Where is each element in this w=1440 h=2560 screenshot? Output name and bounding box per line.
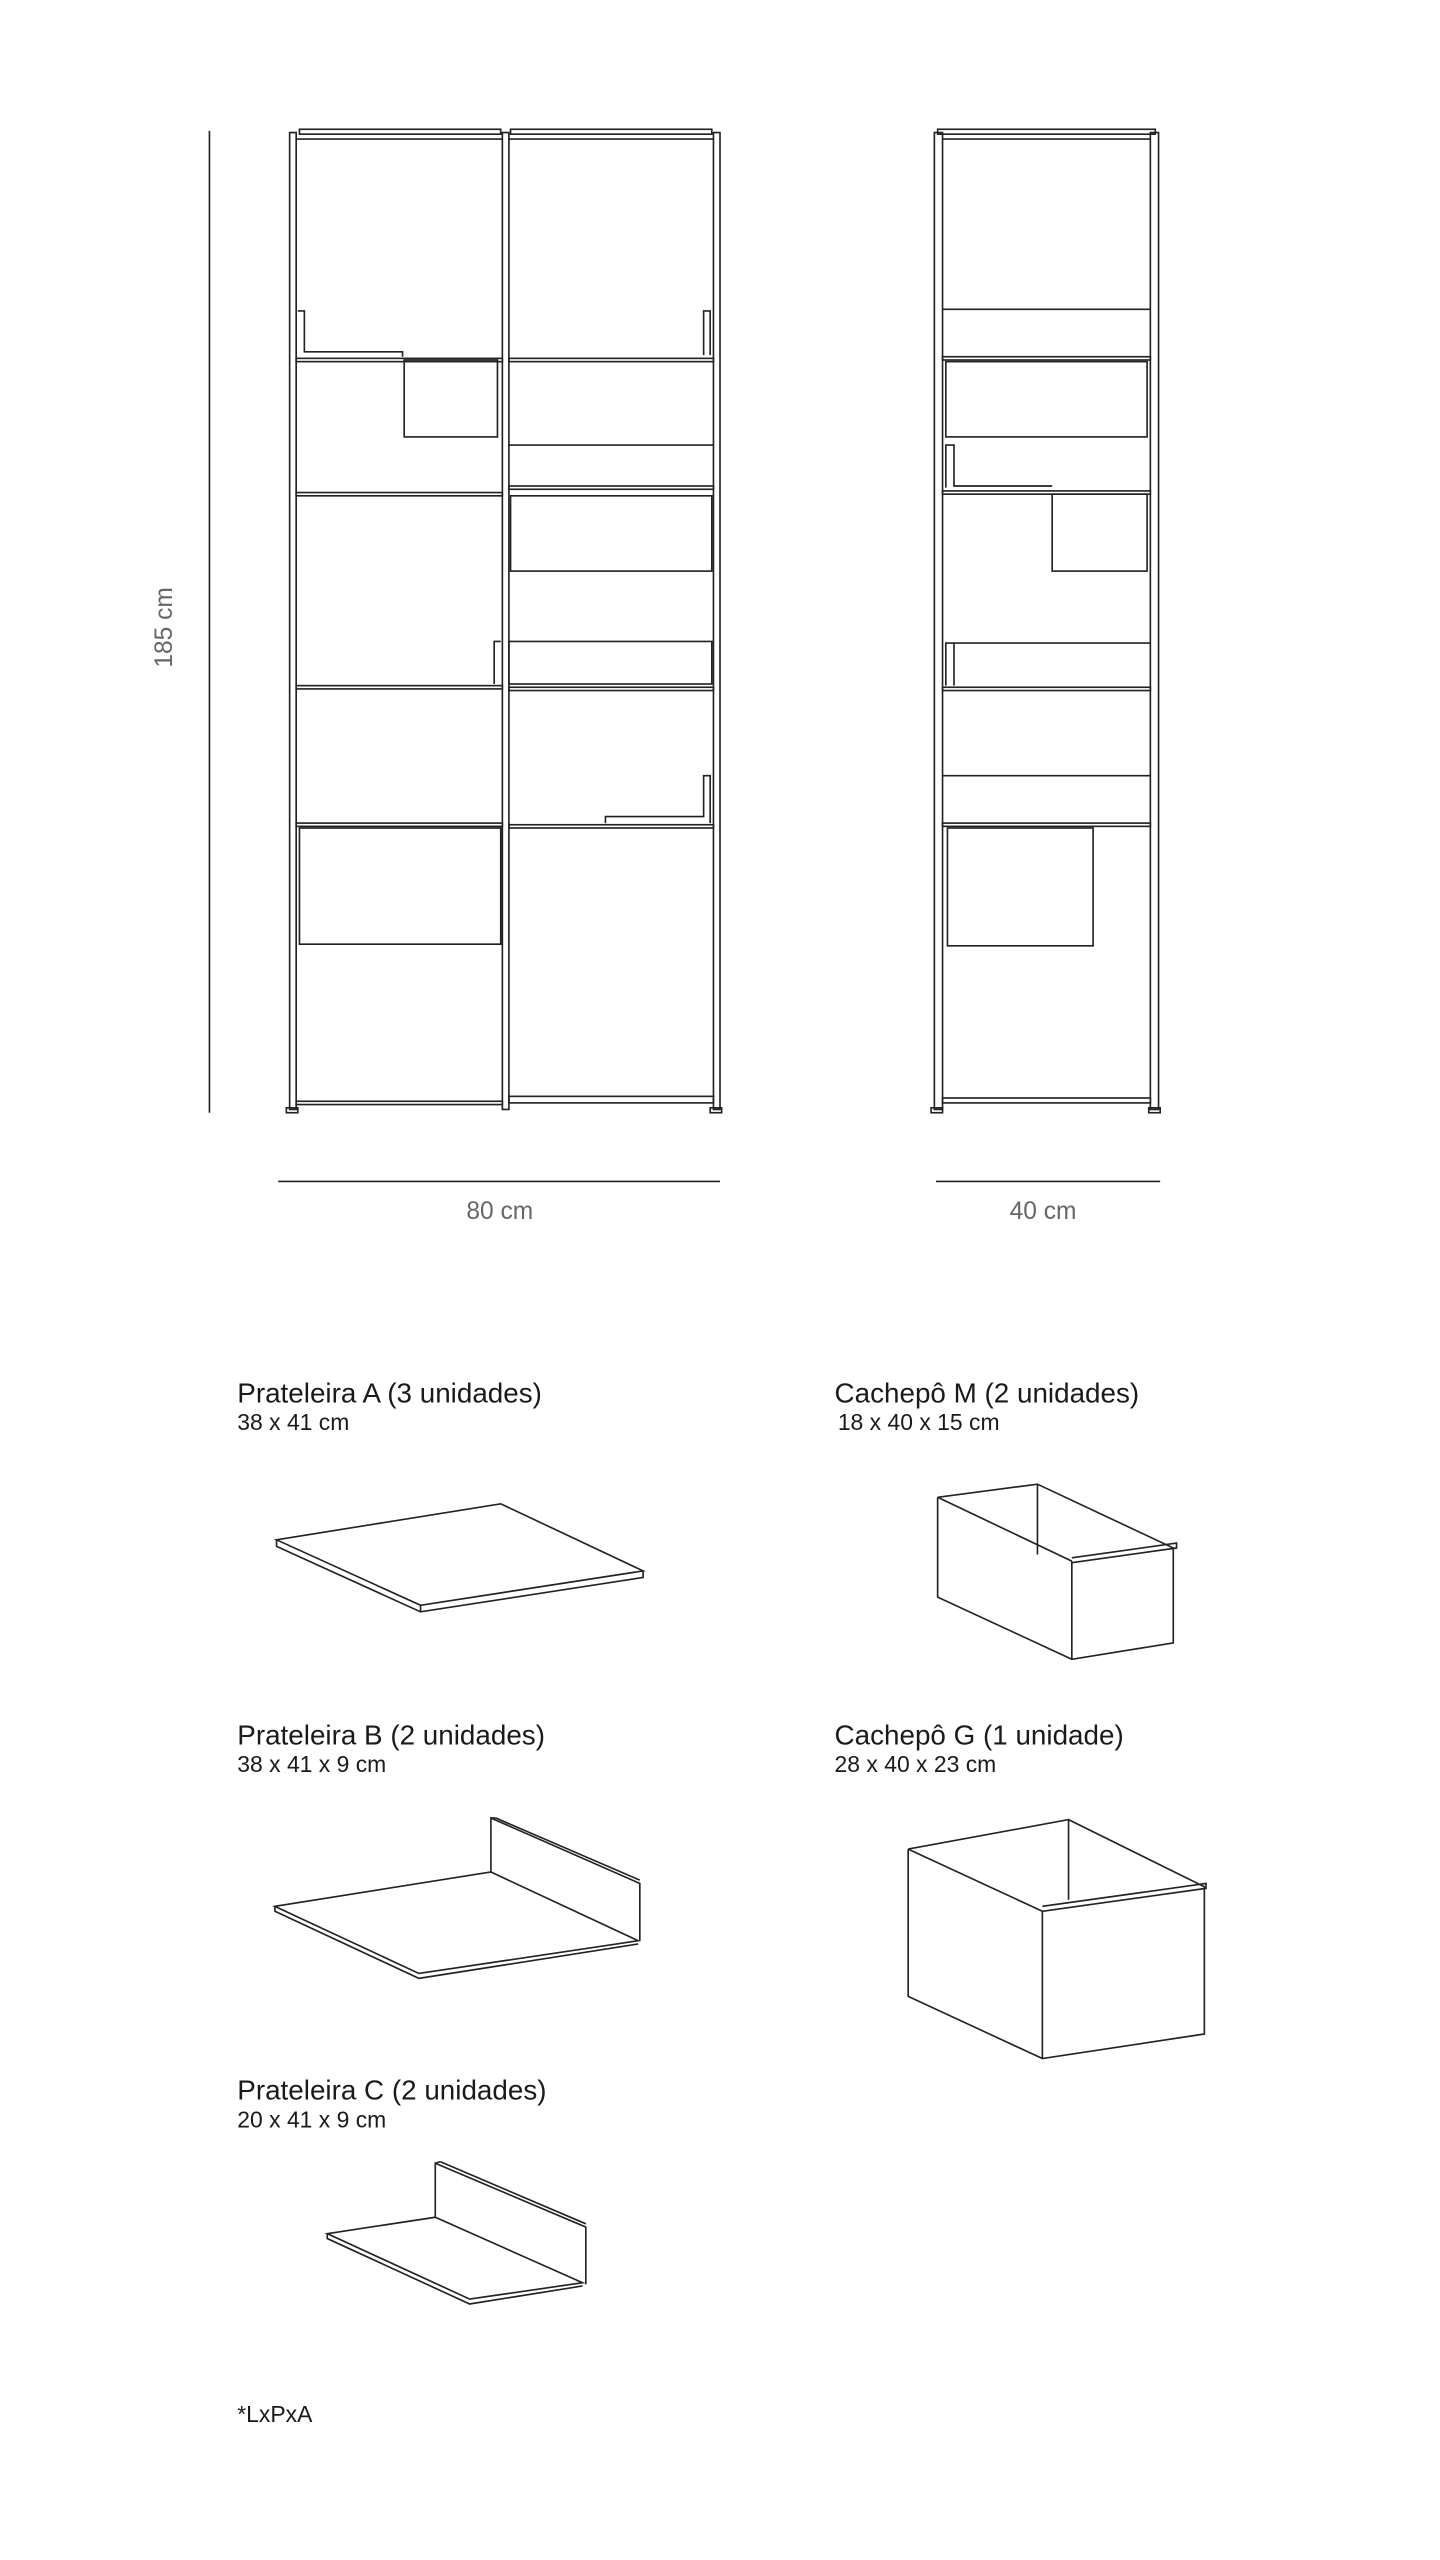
cachepo-m-drawing (936, 1483, 1178, 1661)
shelf-b-drawing (272, 1816, 641, 1980)
depth-label: 40 cm (1009, 1197, 1077, 1226)
part-size: 38 x 41 cm (237, 1408, 350, 1436)
width-label: 80 cm (466, 1197, 534, 1226)
height-label: 185 cm (150, 587, 179, 668)
part-size: 28 x 40 x 23 cm (834, 1750, 997, 1778)
footnote: *LxPxA (237, 2400, 313, 2427)
front-view-shelf-unit (208, 128, 723, 1183)
part-size: 20 x 41 x 9 cm (237, 2105, 387, 2133)
part-title: Prateleira A (3 unidades) (237, 1377, 542, 1409)
part-title: Prateleira C (2 unidades) (237, 2074, 547, 2106)
part-size: 18 x 40 x 15 cm (837, 1408, 1000, 1436)
part-title: Cachepô M (2 unidades) (834, 1377, 1140, 1409)
cachepo-g-drawing (907, 1818, 1207, 2060)
part-title: Prateleira B (2 unidades) (237, 1719, 545, 1751)
side-view-shelf-unit (930, 128, 1161, 1183)
part-size: 38 x 41 x 9 cm (237, 1750, 387, 1778)
part-title: Cachepô G (1 unidade) (834, 1719, 1124, 1751)
shelf-a-drawing (273, 1502, 646, 1613)
shelf-c-drawing (324, 2160, 587, 2305)
